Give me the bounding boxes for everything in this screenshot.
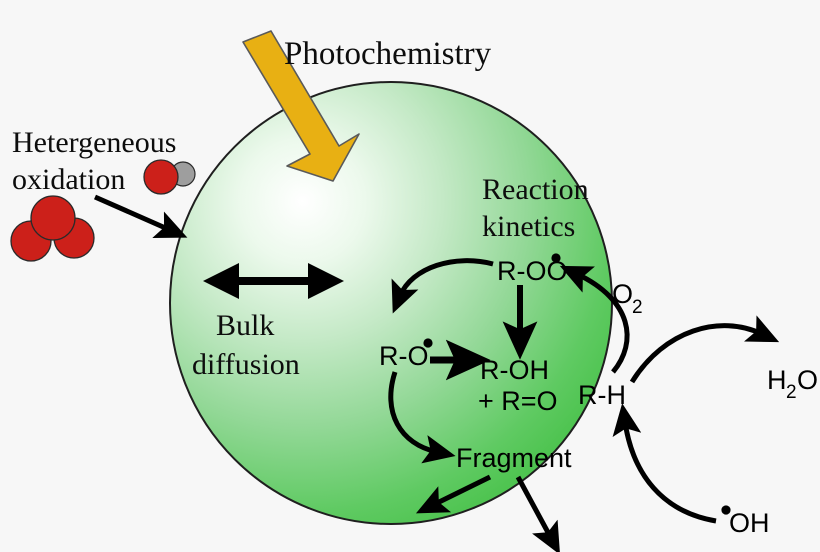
o2-label: O	[612, 279, 633, 309]
species-water: H 2 O	[767, 365, 818, 403]
rh-to-water-arrow	[629, 315, 780, 384]
species-alkoxy-radical: R-O	[379, 338, 433, 371]
hydroxyl-molecule	[143, 159, 196, 195]
roo-to-ro-arrow	[391, 258, 494, 314]
bulk-diffusion-label-line2: diffusion	[192, 348, 300, 381]
ro-to-fragment-arrow	[388, 371, 456, 464]
fragment-outflow-left-arrow	[415, 474, 492, 514]
species-oxygen: O 2	[612, 279, 643, 318]
fragment-outflow-down-arrow	[515, 475, 561, 552]
species-alcohol: R-OH	[480, 355, 549, 385]
ozone-molecule	[10, 195, 95, 262]
species-carbonyl: + R=O	[478, 386, 558, 416]
heterogeneous-oxidation-label-line2: oxidation	[12, 163, 125, 196]
species-fragment: Fragment	[456, 443, 572, 473]
bulk-diffusion-label-line1: Bulk	[216, 309, 274, 342]
h2o-h-label: H	[767, 365, 787, 395]
species-hydroxyl-radical: OH	[721, 505, 770, 538]
oh-to-rh-arrow	[612, 403, 717, 524]
photochemistry-label: Photochemistry	[284, 36, 492, 72]
photochemistry-arrow	[242, 30, 360, 182]
species-alkylperoxy-radical: R-OO	[497, 253, 568, 286]
reaction-kinetics-label-line1: Reaction	[482, 173, 589, 206]
oh-radical-dot-icon	[721, 505, 731, 515]
h2o-subscript: 2	[786, 382, 797, 403]
o2-subscript: 2	[632, 297, 643, 318]
heterogeneous-uptake-arrow	[93, 194, 188, 239]
ozone-atom-top	[30, 195, 76, 241]
hydroxyl-oxygen-atom	[143, 159, 179, 195]
heterogeneous-oxidation-label-line1: Hetergeneous	[12, 126, 176, 159]
oh-label: OH	[729, 508, 770, 538]
aerosol-particle-sphere	[169, 81, 613, 525]
reaction-kinetics-label-line2: kinetics	[482, 210, 575, 243]
species-hydrocarbon: R-H	[578, 380, 626, 410]
h2o-o-label: O	[797, 365, 818, 395]
ro-label: R-O	[379, 341, 429, 371]
ro-radical-dot-icon	[423, 338, 433, 348]
roo-radical-dot-icon	[551, 253, 561, 263]
rh-to-roo-arrow	[559, 265, 630, 374]
bulk-diffusion-arrow	[203, 263, 344, 299]
